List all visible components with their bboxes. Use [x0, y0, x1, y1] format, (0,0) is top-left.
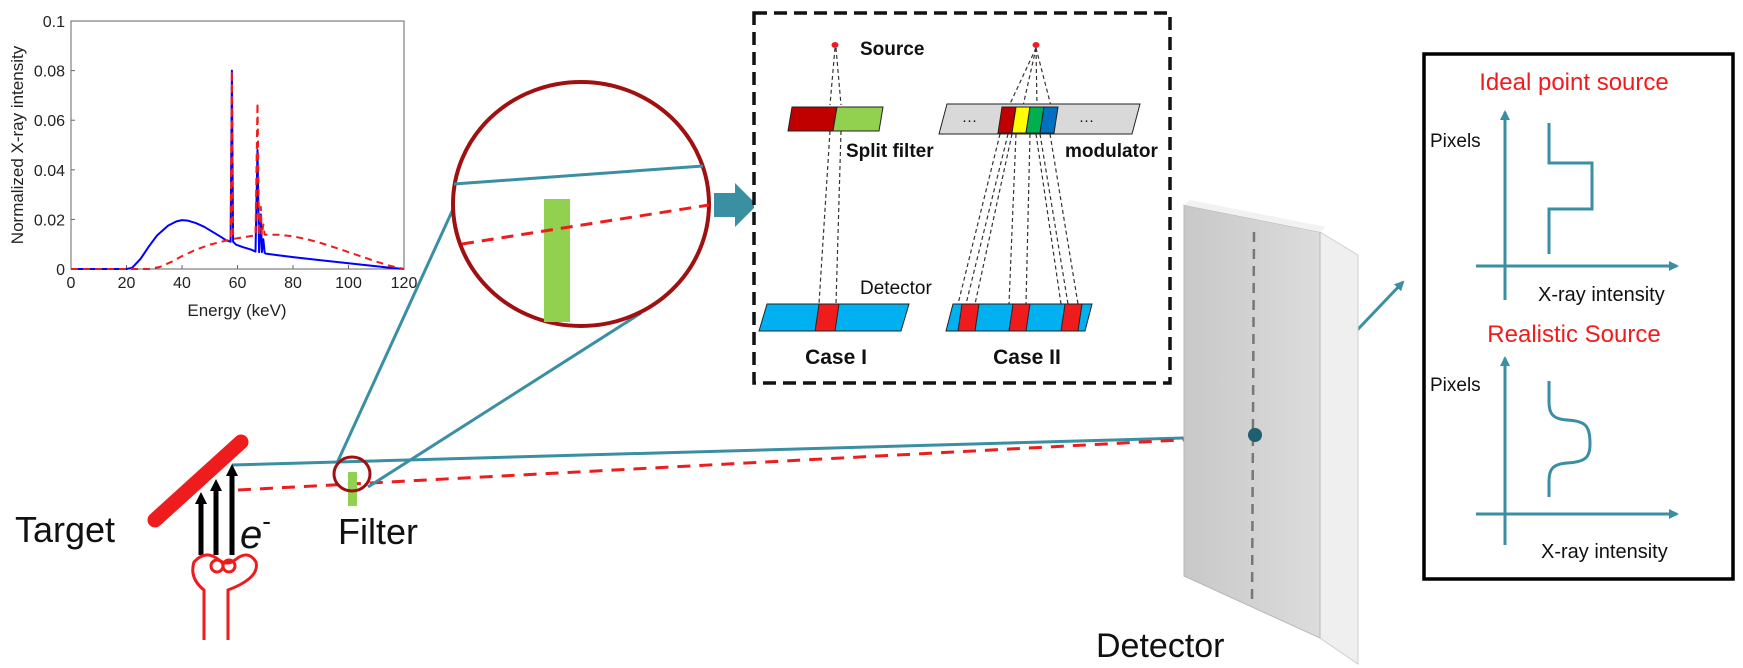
plot-series: [71, 69, 405, 270]
split-filter-green: [832, 106, 884, 132]
detector-pixel-1: [814, 303, 840, 332]
electron-arrows: [195, 464, 238, 555]
x-tick-label: 60: [229, 275, 247, 292]
magnified-filter: [544, 199, 570, 322]
case-two: ··· ··· modulator Detector Case II: [860, 42, 1158, 369]
electron-label: e-: [240, 506, 271, 557]
split-filter-label: Split filter: [846, 141, 934, 162]
detector-pixel-2c: [1060, 303, 1083, 332]
magnifier-circle: [451, 80, 711, 328]
fan-line: [1049, 133, 1079, 305]
zoom-line-lower: [367, 311, 642, 489]
y-tick-label: 0.08: [34, 64, 65, 81]
teal-beam: [231, 434, 1256, 467]
realistic-profile-plot: Pixels X-ray intensity: [1430, 356, 1679, 563]
fan-line: [1039, 133, 1069, 305]
detector-top-edge: [1184, 200, 1326, 232]
fan-line: [1022, 47, 1037, 107]
red-beam: [237, 434, 1256, 492]
y-tick-label: 0.1: [43, 14, 65, 31]
detector-pixel-2a: [957, 303, 980, 332]
filter: Filter: [332, 455, 418, 552]
magnified-view: [451, 80, 757, 328]
fan-line: [1035, 133, 1062, 305]
magnified-teal-ray: [453, 164, 704, 186]
ideal-profile-curve: [1547, 123, 1594, 254]
plot-frame: [70, 20, 405, 270]
y-tick-label: 0: [56, 262, 65, 279]
detector-center-line: [1250, 231, 1256, 606]
inset-box: Source Split filter Case I ··· ··· modul…: [752, 11, 1172, 385]
y-tick-label: 0.02: [34, 212, 65, 229]
x-tick-label: 0: [67, 275, 76, 292]
y-tick-label: 0.04: [34, 163, 65, 180]
detector-panel: Detector: [1096, 200, 1359, 665]
fan-lines: [957, 47, 1079, 305]
x-tick-label: 20: [118, 275, 136, 292]
filter-zoom-circle: [332, 455, 372, 493]
target-plate: [147, 434, 249, 528]
plot-xlabel: Energy (keV): [187, 301, 286, 320]
fan-line: [1008, 133, 1017, 305]
modulator-ellipsis-right: ···: [1079, 112, 1094, 129]
plot-ticks: 0 20 40 60 80 100 120 0 0.02 0.04 0.06 0.08 0.1: [34, 14, 418, 292]
fan-line: [974, 133, 1013, 305]
split-filter-red: [787, 106, 838, 132]
plot-ylabel: Normalized X-ray intensity: [8, 45, 27, 244]
realistic-profile-curve: [1547, 381, 1592, 497]
ideal-title: Ideal point source: [1479, 69, 1668, 96]
source-dot-2: [1032, 42, 1040, 48]
x-tick-label: 100: [335, 275, 362, 292]
source-dot-1: [831, 42, 839, 48]
spectrum-plot: 0 20 40 60 80 100 120 0 0.02 0.04 0.06 0.08 0.1 Ener…: [8, 14, 417, 320]
case-one: Source Split filter Case I: [758, 39, 934, 369]
fan-line: [1035, 47, 1052, 107]
magnifier-arrow: [714, 183, 757, 227]
realistic-title: Realistic Source: [1487, 321, 1660, 348]
filter-label: Filter: [338, 511, 418, 552]
case-one-label: Case I: [805, 346, 867, 369]
x-tick-label: 120: [391, 275, 418, 292]
fan-line: [1025, 133, 1031, 305]
target-label: Target: [15, 509, 115, 550]
filament-icon: [191, 553, 258, 640]
detector-side: [1319, 231, 1359, 665]
realistic-xray-label: X-ray intensity: [1541, 541, 1668, 563]
series-line-solid: [71, 69, 405, 270]
y-tick-label: 0.06: [34, 113, 65, 130]
filter-block: [348, 472, 357, 506]
ideal-xray-label: X-ray intensity: [1538, 284, 1665, 306]
ideal-pixels-label: Pixels: [1430, 131, 1481, 152]
detector-label: Detector: [1096, 627, 1225, 665]
modulator-blue: [1039, 106, 1059, 134]
zoom-line-upper: [335, 206, 456, 464]
right-panel-frame: [1422, 52, 1735, 581]
series-line-dashed: [71, 69, 405, 270]
detector-inset-label: Detector: [860, 278, 932, 299]
fan-line: [957, 133, 1001, 305]
detector-pixel-2b: [1008, 303, 1031, 332]
ideal-profile-plot: Pixels X-ray intensity: [1430, 110, 1679, 306]
fan-line: [965, 133, 1009, 305]
modulator-label: modulator: [1065, 141, 1158, 162]
source-label: Source: [860, 39, 924, 60]
xray-source: Target e-: [15, 434, 271, 640]
detector-hit-point: [1248, 428, 1262, 442]
fan-line: [1035, 47, 1038, 107]
fan-line: [1008, 47, 1037, 107]
right-panel: Ideal point source Pixels X-ray intensit…: [1422, 52, 1735, 581]
x-tick-label: 80: [284, 275, 302, 292]
modulator-ellipsis-left: ···: [962, 112, 977, 129]
case-two-label: Case II: [993, 346, 1061, 369]
x-tick-label: 40: [173, 275, 191, 292]
realistic-pixels-label: Pixels: [1430, 375, 1481, 396]
magnified-red-ray: [461, 203, 710, 246]
